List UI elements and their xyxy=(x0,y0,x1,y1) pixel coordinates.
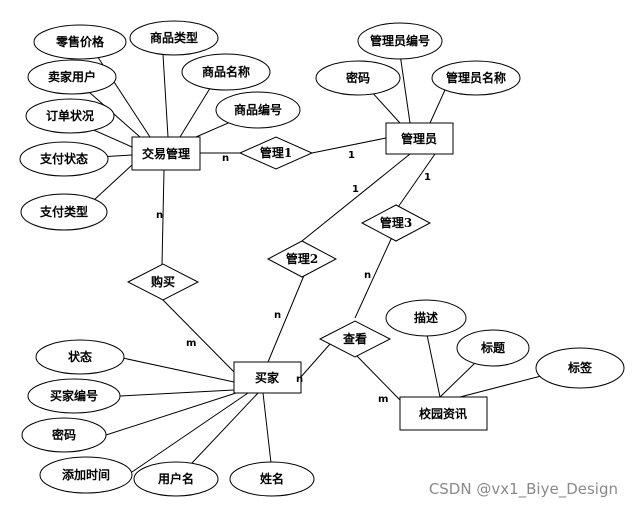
attribute-real-name: 姓名 xyxy=(229,461,315,497)
cardinality-buyer-view: n xyxy=(296,374,303,385)
svg-text:密码: 密码 xyxy=(346,70,370,85)
attribute-retail-price: 零售价格 xyxy=(33,24,127,60)
svg-text:管理员名称: 管理员名称 xyxy=(446,70,506,85)
svg-text:姓名: 姓名 xyxy=(260,471,284,486)
svg-text:用户名: 用户名 xyxy=(157,471,194,486)
cardinality-admin-manage2: 1 xyxy=(352,184,359,195)
attribute-tag: 标签 xyxy=(535,347,625,389)
cardinality-labels: n 1 n m 1 n 1 n n m xyxy=(156,150,431,405)
cardinality-news-view: m xyxy=(378,394,388,405)
svg-text:商品类型: 商品类型 xyxy=(150,30,198,45)
attribute-add-time: 添加时间 xyxy=(39,456,133,494)
relationship-manage1: 管理1 xyxy=(238,136,314,170)
attribute-product-name: 商品名称 xyxy=(181,53,271,91)
cardinality-admin-manage3: 1 xyxy=(424,172,431,183)
attribute-seller-user: 卖家用户 xyxy=(27,59,117,95)
svg-text:商品名称: 商品名称 xyxy=(202,64,250,79)
entity-label: 买家 xyxy=(255,370,280,385)
svg-text:零售价格: 零售价格 xyxy=(55,34,105,49)
svg-text:支付状态: 支付状态 xyxy=(39,151,88,166)
attribute-username: 用户名 xyxy=(133,461,219,497)
attribute-buyer-password: 密码 xyxy=(21,417,107,453)
relationship-label: 购买 xyxy=(151,274,175,289)
entity-buyer: 买家 xyxy=(233,361,302,394)
entity-trade-management: 交易管理 xyxy=(131,136,201,171)
attribute-order-status: 订单状况 xyxy=(25,98,115,134)
relationship-view: 查看 xyxy=(318,320,392,358)
entity-label: 校园资讯 xyxy=(419,406,467,421)
relationship-lines xyxy=(161,137,436,401)
svg-text:管理员编号: 管理员编号 xyxy=(370,33,430,48)
attribute-buyer-no: 买家编号 xyxy=(27,378,121,414)
svg-text:买家编号: 买家编号 xyxy=(50,388,98,403)
relationship-manage2: 管理2 xyxy=(266,240,338,278)
cardinality-buyer-manage2: n xyxy=(274,310,281,321)
relationship-label: 查看 xyxy=(342,331,367,346)
relationship-label: 管理1 xyxy=(260,145,292,160)
entity-admin: 管理员 xyxy=(385,122,454,155)
cardinality-trade-buy: n xyxy=(156,210,163,221)
attribute-product-no: 商品编号 xyxy=(215,91,301,129)
attribute-admin-password: 密码 xyxy=(315,60,401,96)
relationship-label: 管理3 xyxy=(380,215,412,230)
relationship-label: 管理2 xyxy=(286,251,318,266)
svg-text:状态: 状态 xyxy=(68,349,92,364)
svg-text:描述: 描述 xyxy=(414,310,438,325)
attribute-pay-status: 支付状态 xyxy=(19,141,109,177)
svg-text:标题: 标题 xyxy=(480,340,506,355)
attribute-admin-no: 管理员编号 xyxy=(357,22,443,60)
watermark: CSDN @vx1_Biye_Design xyxy=(428,480,618,498)
relationship-buy: 购买 xyxy=(126,263,200,301)
attribute-product-type: 商品类型 xyxy=(129,20,219,56)
svg-text:订单状况: 订单状况 xyxy=(46,108,94,123)
relationship-manage3: 管理3 xyxy=(360,204,432,242)
entity-label: 交易管理 xyxy=(142,146,190,161)
cardinality-news-manage3: n xyxy=(364,270,371,281)
attribute-description: 描述 xyxy=(385,299,467,337)
attribute-pay-type: 支付类型 xyxy=(20,193,108,231)
svg-text:支付类型: 支付类型 xyxy=(39,204,88,219)
entity-label: 管理员 xyxy=(401,131,437,146)
cardinality-buyer-buy: m xyxy=(186,338,196,349)
svg-text:密码: 密码 xyxy=(52,427,76,442)
svg-text:添加时间: 添加时间 xyxy=(62,467,110,482)
cardinality-admin-manage1: 1 xyxy=(348,150,355,161)
svg-text:商品编号: 商品编号 xyxy=(234,102,282,117)
entity-campus-news: 校园资讯 xyxy=(399,396,488,431)
svg-text:标签: 标签 xyxy=(567,360,593,375)
svg-text:卖家用户: 卖家用户 xyxy=(48,69,96,84)
cardinality-trade-manage1: n xyxy=(222,153,229,164)
attribute-admin-name: 管理员名称 xyxy=(431,60,521,96)
attribute-title: 标题 xyxy=(456,329,530,367)
attribute-buyer-status: 状态 xyxy=(35,339,125,375)
